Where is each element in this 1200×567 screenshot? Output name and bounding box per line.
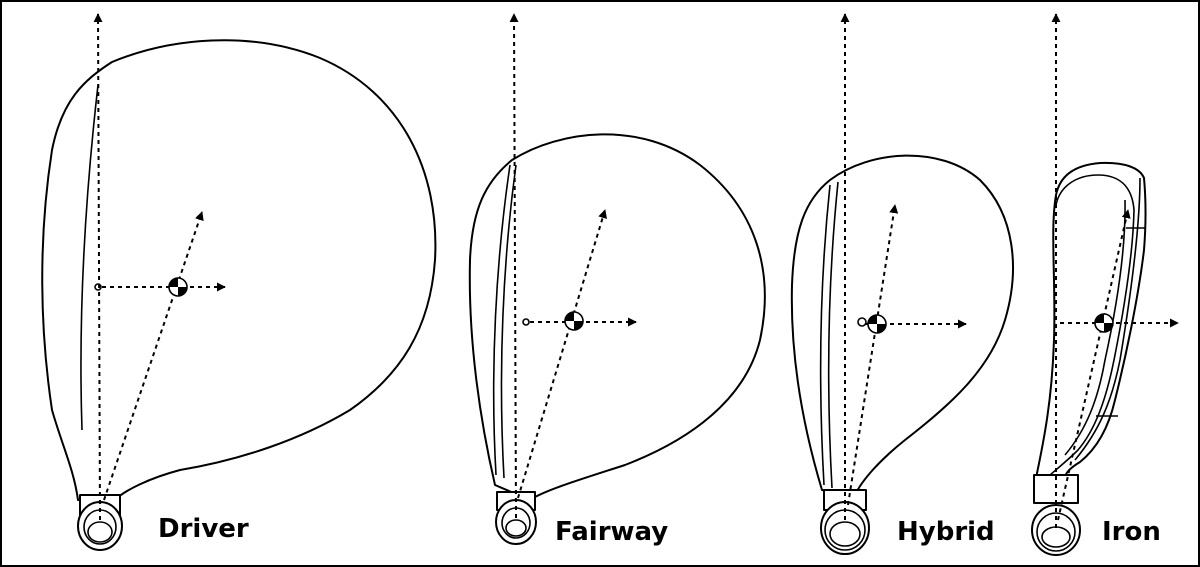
iron-groove-line-2 [1074,177,1141,461]
driver-face-line [80,84,99,431]
iron-label: Iron [1102,517,1161,547]
fairway-head-outline [468,133,766,501]
hybrid-hosel-bore [829,521,861,547]
fairway-hosel-bore [505,519,527,537]
hybrid-label: Hybrid [897,517,995,547]
iron-diagram: Iron [1031,13,1179,556]
fairway-face-line-inner [500,164,517,479]
hybrid-face-line-inner [827,181,839,489]
fairway-diagonal-arrow [517,209,607,499]
driver-diagonal-arrow [103,211,204,501]
driver-shaft-point [94,283,102,291]
hybrid-cg-marker [867,314,887,334]
driver-label: Driver [158,514,249,544]
iron-hosel-ring [1036,512,1076,552]
fairway-label: Fairway [555,517,668,547]
driver-hosel-bore [87,521,113,543]
iron-topline-inner [1049,174,1135,476]
hybrid-diagonal-arrow [847,204,899,506]
iron-groove-line-1 [1064,199,1126,456]
fairway-diagram: Fairway [468,13,766,547]
driver-head-outline [41,39,437,501]
iron-cg-marker [1094,313,1114,333]
fairway-cg-marker [564,311,584,331]
driver-cg-marker [168,277,188,297]
hybrid-head-outline [790,154,1014,496]
hybrid-shaft-point [857,317,867,327]
hybrid-diagram: Hybrid [790,13,1014,555]
iron-diagonal-arrow [1057,209,1131,521]
fairway-face-line-outer [492,164,511,476]
hybrid-face-line-outer [819,184,831,486]
fairway-shaft-point [522,318,530,326]
driver-diagram: Driver [41,13,437,551]
iron-head-outline [1035,161,1147,479]
